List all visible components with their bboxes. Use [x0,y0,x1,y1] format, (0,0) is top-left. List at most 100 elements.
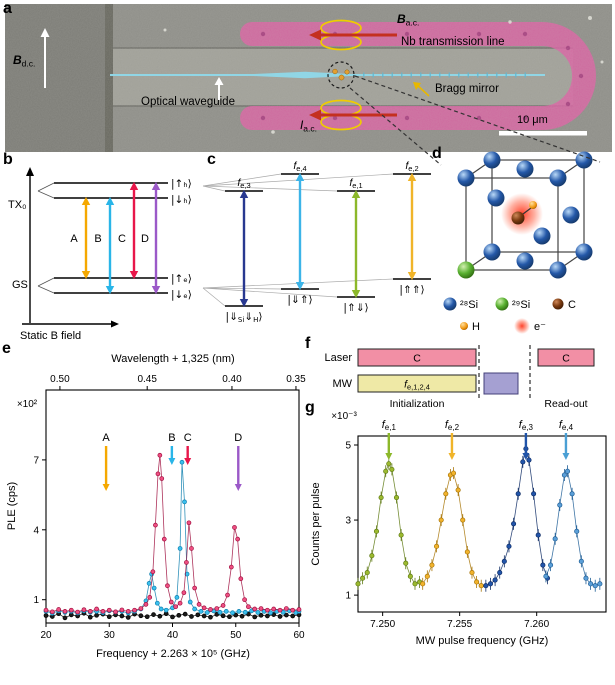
data-point [43,613,49,618]
data-point [125,609,131,614]
transition-arrow-B [105,196,115,295]
data-point [557,502,563,508]
data-point [159,476,165,481]
data-point [360,575,366,581]
data-point [520,459,526,465]
legend-si28-icon [443,297,457,311]
data-point [62,615,68,621]
data-point [87,614,93,620]
data-point [583,575,589,581]
data-point [106,614,112,620]
x-tick-label: 7.255 [447,619,472,630]
annotation-label: fe,2 [445,419,460,432]
ket-up-h: |↑ₕ⟩ [171,178,192,190]
ac-current-arrow-top [309,29,397,41]
i-ac-label: Ia.c. [300,118,317,134]
data-point [434,543,440,549]
arrowhead [129,181,139,190]
legend-electron-icon [514,318,530,334]
data-point [561,472,567,478]
data-point [246,604,251,610]
data-point [177,600,183,606]
data-point [543,573,549,579]
data-point [68,607,74,613]
legend-electron-label: e⁻ [534,321,546,333]
panel-a-sem-image: Bd.c. Optical waveguide Ba.c. Nb transmi… [5,4,612,152]
mw-row-label: MW [332,378,352,390]
annotation-arrowhead [102,484,110,491]
legend-si29-label: ²⁹Si [512,299,530,311]
data-point [179,459,185,465]
data-point [540,562,546,568]
data-point [113,609,118,615]
data-point [208,614,213,620]
transition-arrow-fe3 [239,189,249,308]
hydrogen-atom [529,201,537,209]
data-point [588,581,594,587]
data-point [284,606,289,611]
transition-arrow-A [81,196,91,280]
data-point [192,585,197,591]
series-line-f_e1 [357,462,420,585]
laser-row-label: Laser [324,352,352,364]
bragg-mirror-label: Bragg mirror [435,83,499,95]
nb-line-label: Nb transmission line [401,36,505,48]
annotation-arrowhead [168,458,176,465]
scale-bar [499,131,587,136]
data-point [138,613,144,619]
ple-y-axis-title: PLE (cps) [6,482,18,530]
ple-top-axis-title: Wavelength + 1,325 (nm) [111,353,234,365]
transition-arrow-fe2 [407,172,417,281]
data-point [155,471,161,477]
annotation-label: C [184,432,192,444]
data-point [369,553,375,559]
data-point [455,487,461,493]
arrowhead [407,272,417,281]
data-point [235,536,240,542]
data-point [290,613,296,619]
data-point [364,570,370,576]
arrowhead [105,286,115,295]
data-point [195,612,201,618]
data-point [592,583,598,589]
data-point [386,461,392,467]
data-point [239,613,245,619]
data-point [214,612,220,617]
data-point [154,600,160,606]
data-point [151,585,157,591]
ground-state-label: GS [12,279,28,291]
data-point [497,570,503,576]
data-point [208,607,213,612]
arrowhead [351,189,361,198]
transition-arrow-fe4 [295,172,305,291]
b-ac-label: Ba.c. [397,12,419,28]
data-point [177,546,183,551]
ket-down-si-down-h: |⇓Si⇓H⟩ [226,311,263,324]
arrowhead [295,172,305,181]
data-point [483,583,489,589]
data-point [170,614,175,620]
odmr-y-axis-title: Counts per pulse [310,482,322,565]
data-point [280,609,286,615]
arrowhead [105,196,115,205]
data-point [81,607,87,613]
data-point [94,612,99,618]
odmr-x-axis-title: MW pulse frequency (GHz) [416,635,549,647]
panel-letter-a: a [3,0,12,17]
data-point [146,581,152,586]
data-point [196,602,202,607]
arrowhead [151,181,161,190]
data-point [201,605,207,611]
transition-label-B: B [94,233,101,245]
data-point [217,609,223,615]
sem-dust-specks [163,16,604,134]
annotation-arrowhead [234,484,242,491]
data-point [163,607,169,613]
chart-frame [45,389,300,624]
si29-atom [457,261,475,279]
data-point [236,609,242,614]
data-point [168,599,174,605]
data-point [158,606,164,612]
freq-label-fe1: fe,1 [349,177,362,190]
data-point [506,543,512,549]
